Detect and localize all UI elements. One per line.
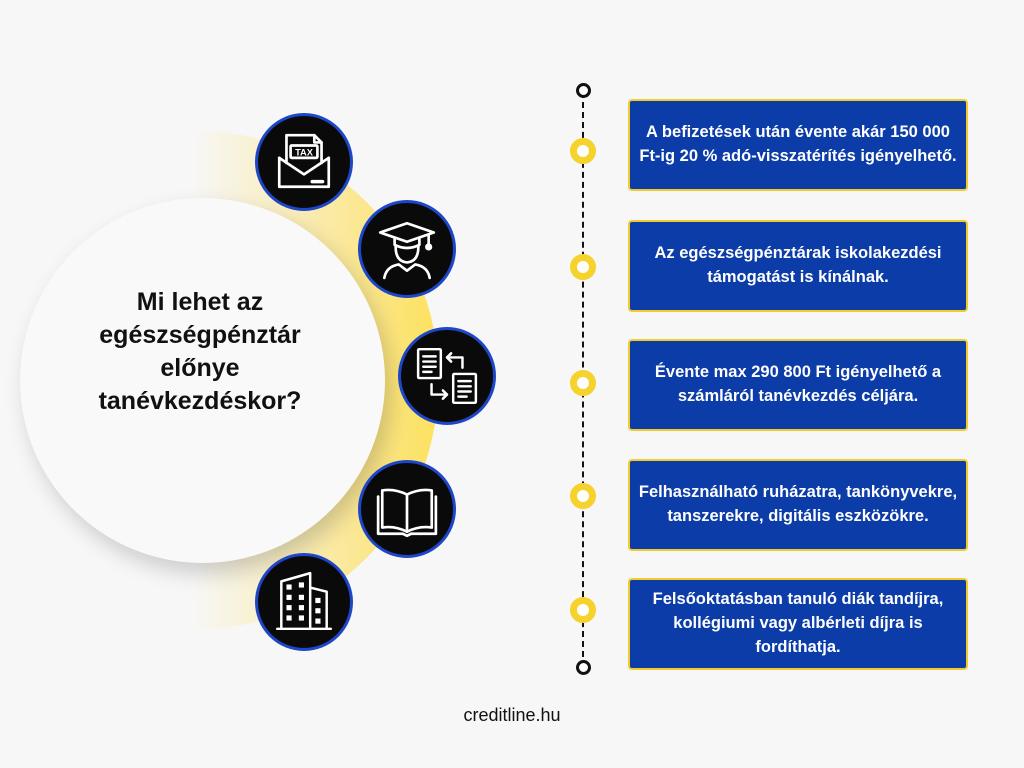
timeline-step-dot [570, 138, 596, 164]
tax-label: TAX [295, 147, 314, 157]
benefit-card-max-amount: Évente max 290 800 Ft igényelhető a szám… [628, 339, 968, 431]
open-book-icon [358, 460, 456, 558]
document-exchange-icon [398, 327, 496, 425]
benefit-card-tax-refund: A befizetések után évente akár 150 000 F… [628, 99, 968, 191]
title-circle [20, 198, 385, 563]
timeline-step-dot [570, 483, 596, 509]
benefit-card-higher-education: Felsőoktatásban tanuló diák tandíjra, ko… [628, 578, 968, 670]
tax-envelope-icon: TAX [255, 113, 353, 211]
timeline-end-dot [576, 660, 591, 675]
benefit-card-usage: Felhasználható ruházatra, tankönyvekre, … [628, 459, 968, 551]
footer-website: creditline.hu [463, 705, 561, 725]
timeline-step-dot [570, 597, 596, 623]
benefit-card-school-support: Az egészségpénztárak iskolakezdési támog… [628, 220, 968, 312]
timeline-step-dot [570, 254, 596, 280]
apartment-building-icon [255, 553, 353, 651]
page-title: Mi lehet az egészségpénztár előnye tanév… [98, 288, 302, 415]
timeline-start-dot [576, 83, 591, 98]
graduate-icon [358, 200, 456, 298]
timeline-step-dot [570, 370, 596, 396]
